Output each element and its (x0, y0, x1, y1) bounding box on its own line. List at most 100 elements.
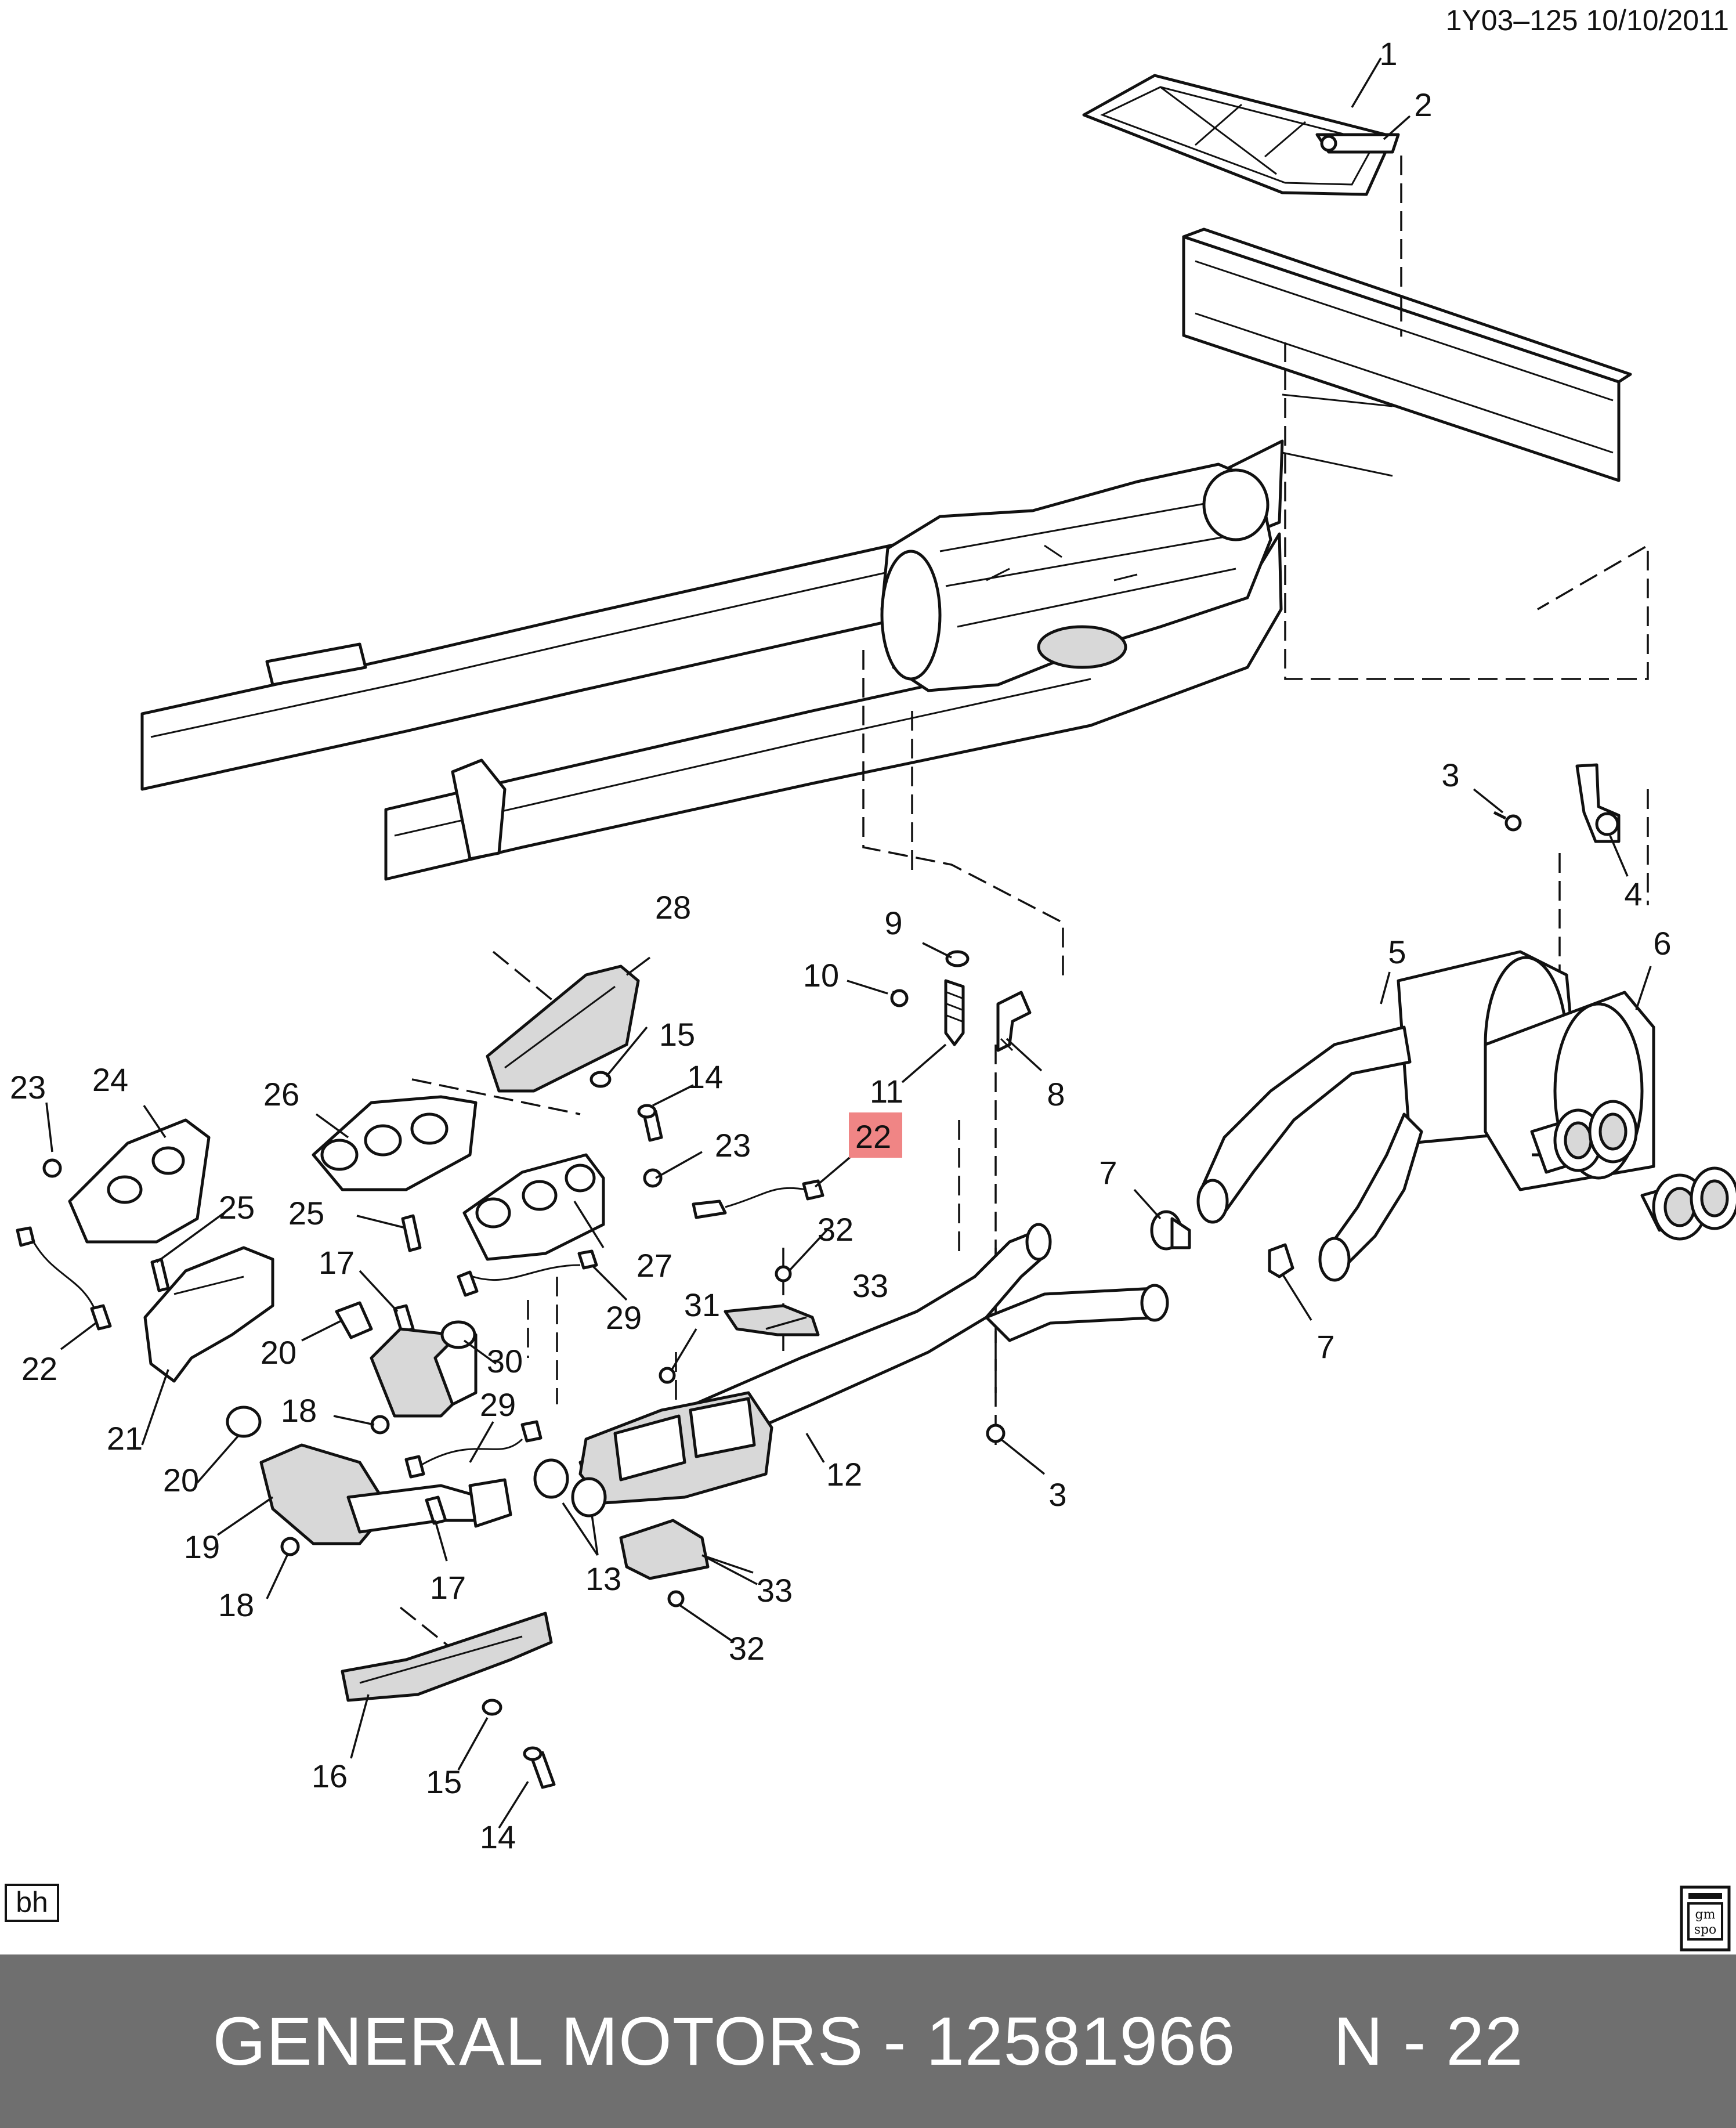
callout-11: 11 (870, 1073, 903, 1110)
callout-30: 30 (487, 1343, 523, 1379)
callout-23: 23 (10, 1069, 46, 1105)
catalytic-converter-30 (370, 1320, 478, 1418)
corner-tag-text: bh (16, 1886, 48, 1919)
heat-shield-16 (341, 1612, 553, 1702)
catalytic-converter-19 (259, 1443, 512, 1545)
callout-27: 27 (636, 1247, 672, 1284)
heat-shield-33-lower (619, 1519, 710, 1580)
callout-3: 3 (1048, 1476, 1066, 1513)
skid-plate (1082, 74, 1400, 196)
callout-25: 25 (219, 1189, 255, 1226)
catalytic-converter-center (578, 1391, 773, 1505)
callout-16: 16 (312, 1758, 348, 1794)
callout-3: 3 (1441, 757, 1459, 793)
callout-14: 14 (480, 1819, 516, 1855)
callout-7: 7 (1099, 1154, 1117, 1191)
callout-15: 15 (659, 1016, 695, 1053)
heat-shield-28 (486, 964, 640, 1093)
callout-20: 20 (163, 1462, 199, 1498)
callout-13: 13 (585, 1560, 621, 1597)
oxygen-sensor-29-lower (404, 1420, 542, 1479)
bolt-32-lower (667, 1590, 685, 1607)
hanger-bracket-4 (1575, 763, 1621, 843)
hanger-bracket-8 (996, 991, 1032, 1052)
muffler-assembly (1397, 950, 1655, 1191)
nut-18-lower (280, 1537, 300, 1556)
intermediate-pipes (1196, 1025, 1423, 1282)
nut-23-right (643, 1168, 663, 1188)
logo-line1: gm (1695, 1907, 1716, 1922)
logo-line2: spo (1694, 1923, 1717, 1937)
gm-spo-logo: gm spo (1680, 1885, 1731, 1952)
callout-20: 20 (261, 1334, 296, 1371)
callout-29: 29 (606, 1299, 642, 1336)
callout-18: 18 (218, 1587, 254, 1623)
oxygen-sensor-29-upper (457, 1249, 598, 1297)
callout-24: 24 (92, 1061, 128, 1098)
nut-23-left (42, 1158, 62, 1178)
callout-32: 32 (818, 1211, 853, 1248)
flange-20-upper (335, 1301, 373, 1339)
bolt-3-lower (986, 1424, 1006, 1443)
oxygen-sensor-22-left (16, 1226, 112, 1331)
callout-33: 33 (757, 1572, 793, 1609)
bolt-32-upper (775, 1265, 792, 1282)
callout-7: 7 (1317, 1328, 1334, 1365)
leader-lines (45, 57, 1652, 1829)
footer-part-number: GENERAL MOTORS - 12581966 N - 22 (212, 2003, 1524, 2080)
callout-25: 25 (288, 1195, 324, 1231)
clamp-7-left (1150, 1210, 1191, 1251)
callout-22-highlight (849, 1112, 902, 1158)
tailpipe-tips (1530, 1100, 1736, 1241)
exhaust-manifold-27 (462, 1153, 605, 1261)
callout-29: 29 (480, 1386, 516, 1423)
callout-12: 12 (826, 1456, 862, 1493)
transmission-assembly (880, 463, 1272, 692)
hanger-11 (944, 979, 965, 1046)
callout-22: 22 (21, 1350, 57, 1387)
callout-17: 17 (319, 1244, 355, 1281)
heat-shield-33-upper (724, 1304, 820, 1336)
callout-labels: 1 2 3 4 5 6 7 7 8 9 10 11 12 13 14 14 15… (10, 35, 1672, 1855)
bolt-31 (659, 1367, 676, 1384)
callout-2: 2 (1414, 86, 1432, 123)
bolt-17-lower (425, 1495, 447, 1525)
stud-14-upper (637, 1104, 663, 1142)
callout-19: 19 (184, 1529, 220, 1565)
callout-10: 10 (803, 957, 839, 993)
clamp-7-right (1268, 1243, 1294, 1278)
callout-15: 15 (426, 1764, 462, 1800)
bolt-10 (890, 989, 909, 1007)
exhaust-system-diagram: 1Y03–125 10/10/2011 (5, 4, 1736, 1952)
stud-25-left (150, 1258, 170, 1292)
washer-15-upper (589, 1071, 612, 1088)
stud-25-right (401, 1214, 422, 1252)
callout-18: 18 (281, 1392, 317, 1429)
oxygen-sensor-22-highlighted (692, 1179, 824, 1219)
corner-tag: bh (5, 1884, 59, 1922)
callout-28: 28 (655, 889, 691, 926)
washer-15-lower (482, 1699, 502, 1716)
frame-crossmember (1182, 227, 1632, 482)
callout-21: 21 (107, 1420, 143, 1457)
callout-23: 23 (715, 1127, 751, 1164)
callout-26: 26 (263, 1076, 299, 1112)
nut-18-upper (370, 1415, 390, 1435)
callout-9: 9 (884, 905, 902, 941)
callout-8: 8 (1047, 1076, 1065, 1112)
callout-22-highlighted: 22 (855, 1118, 891, 1155)
gasket-20-left (226, 1406, 262, 1438)
gasket-13 (533, 1458, 607, 1518)
callout-1: 1 (1379, 35, 1397, 72)
callout-4: 4 (1624, 876, 1642, 912)
callout-14: 14 (687, 1058, 723, 1095)
callout-32: 32 (729, 1630, 765, 1667)
insulator-9 (945, 950, 970, 967)
callout-17: 17 (430, 1569, 466, 1606)
exhaust-manifold-26 (312, 1095, 478, 1191)
diagram-reference: 1Y03–125 10/10/2011 (1446, 4, 1729, 37)
stud-14-lower (523, 1746, 556, 1789)
exhaust-manifold-24 (68, 1118, 211, 1244)
callout-5: 5 (1388, 934, 1406, 970)
callout-33: 33 (852, 1267, 888, 1304)
